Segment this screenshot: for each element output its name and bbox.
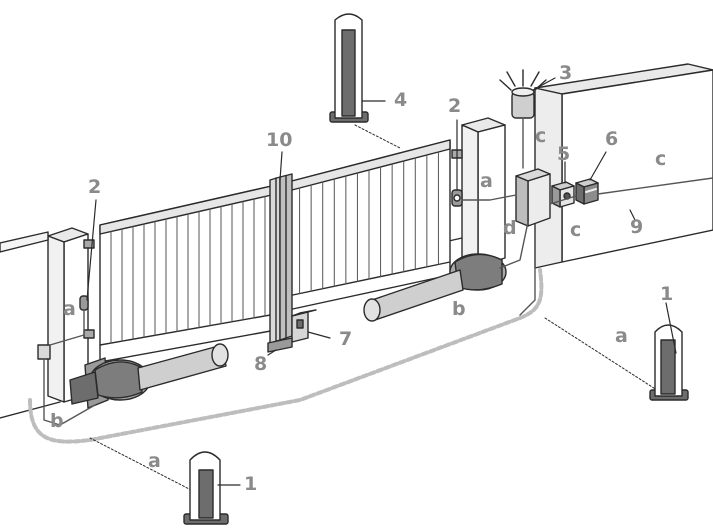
leader-lines bbox=[86, 77, 677, 486]
gate-leaf-left-pickets bbox=[110, 196, 266, 344]
callout-2-photocell-left: 2 bbox=[88, 176, 102, 198]
callout-6-main-switch: 6 bbox=[605, 128, 619, 150]
gearmotor-right bbox=[363, 253, 507, 322]
callout-9-power-cable: 9 bbox=[630, 216, 644, 238]
beam-top bbox=[354, 124, 401, 149]
main-switch bbox=[575, 178, 599, 205]
callout-10-gate-edges: 10 bbox=[266, 129, 293, 151]
beam-left bbox=[89, 437, 196, 493]
stop-block bbox=[267, 337, 293, 353]
photocell-column-back bbox=[329, 13, 369, 123]
cable-label-b-right: b bbox=[452, 298, 466, 320]
photocell-post-right bbox=[649, 324, 689, 401]
callout-3-flashing-light: 3 bbox=[559, 62, 573, 84]
cable-label-c-right: c bbox=[655, 148, 667, 170]
cable-b-right bbox=[519, 224, 536, 316]
callout-2-photocell-right: 2 bbox=[448, 95, 462, 117]
cable-b-left bbox=[43, 358, 96, 426]
power-cable bbox=[597, 177, 713, 195]
mechanical-stop bbox=[291, 309, 317, 343]
callout-7-mechanical-stop: 7 bbox=[339, 328, 353, 350]
cable-d bbox=[499, 221, 529, 269]
buried-cable-loop bbox=[28, 268, 544, 444]
cable-a-right bbox=[461, 194, 517, 201]
callout-4-photocell-column: 4 bbox=[394, 89, 408, 111]
key-selector bbox=[551, 181, 575, 208]
cable-label-a-left-lower: a bbox=[148, 450, 161, 472]
callout-5-key-selector: 5 bbox=[557, 143, 571, 165]
photocell-wall-right bbox=[451, 189, 463, 207]
cable-label-c-top: c bbox=[535, 125, 547, 147]
gate-edges bbox=[269, 173, 293, 344]
beam-right bbox=[544, 317, 661, 393]
cable-label-c-mid: c bbox=[570, 219, 582, 241]
cable-a-left bbox=[49, 309, 85, 346]
left-pillar bbox=[0, 227, 89, 403]
right-pillar bbox=[439, 117, 506, 267]
cable-label-a-left-upper: a bbox=[63, 298, 76, 320]
gate-leaf-right-pickets bbox=[299, 151, 439, 295]
cable-c-mid bbox=[549, 195, 577, 205]
cable-label-b-left: b bbox=[50, 410, 64, 432]
photocell-post-left bbox=[183, 451, 229, 525]
cable-label-a-right-wall: a bbox=[480, 170, 493, 192]
gearmotor-left bbox=[69, 343, 229, 409]
cable-label-d: d bbox=[503, 217, 517, 239]
callout-1-photocell-post-right: 1 bbox=[660, 283, 674, 305]
callout-1-photocell-post-left: 1 bbox=[244, 473, 258, 495]
right-wall bbox=[534, 63, 713, 269]
hinge-left-bottom bbox=[83, 329, 95, 339]
cable-label-a-right-ground: a bbox=[615, 325, 628, 347]
control-unit bbox=[515, 168, 551, 227]
junction-box-left bbox=[37, 344, 51, 360]
callout-8-stop-block: 8 bbox=[254, 353, 268, 375]
hinge-left-top bbox=[83, 239, 95, 249]
